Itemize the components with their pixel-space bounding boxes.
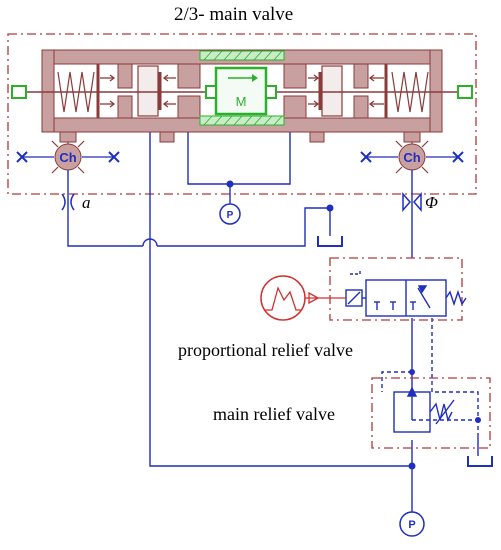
signal-generator-icon <box>260 275 346 321</box>
chamber-label-right: Ch <box>403 150 420 165</box>
orifice-icon <box>402 192 422 212</box>
orifice-a-label: a <box>82 193 91 212</box>
left-end-connector <box>11 85 27 99</box>
main-valve-title: 2/3- main valve <box>174 4 294 25</box>
spring-icon <box>57 71 95 113</box>
pump-icon: P <box>399 511 425 537</box>
main-relief-valve-label: main relief valve <box>213 404 335 424</box>
chamber-icon: Ch <box>16 140 120 174</box>
chamber-label-left: Ch <box>59 150 76 165</box>
main-valve-body <box>41 49 443 143</box>
orifice-phi-label: Φ <box>425 193 438 212</box>
tank-icon <box>467 456 493 467</box>
mass-block-icon: M <box>199 50 285 126</box>
junction-dot <box>226 180 481 470</box>
orifice-icon <box>61 193 75 211</box>
main-valve-frame <box>7 33 477 195</box>
main-relief-valve <box>393 386 455 433</box>
proportional-relief-valve <box>345 279 467 317</box>
pump-label-bottom: P <box>408 519 415 531</box>
right-end-connector <box>457 85 473 99</box>
pump-icon: P <box>219 203 241 225</box>
tank-icon <box>317 236 343 247</box>
pump-label-top: P <box>227 210 234 221</box>
main-relief-valve-frame <box>371 377 491 449</box>
mass-label: M <box>236 94 247 109</box>
proportional-relief-valve-frame <box>329 257 463 321</box>
hydraulic-lines <box>67 132 479 514</box>
spring-icon <box>391 71 429 113</box>
spool <box>137 65 343 117</box>
proportional-relief-valve-label: proportional relief valve <box>178 340 353 360</box>
chamber-icon: Ch <box>360 140 464 174</box>
